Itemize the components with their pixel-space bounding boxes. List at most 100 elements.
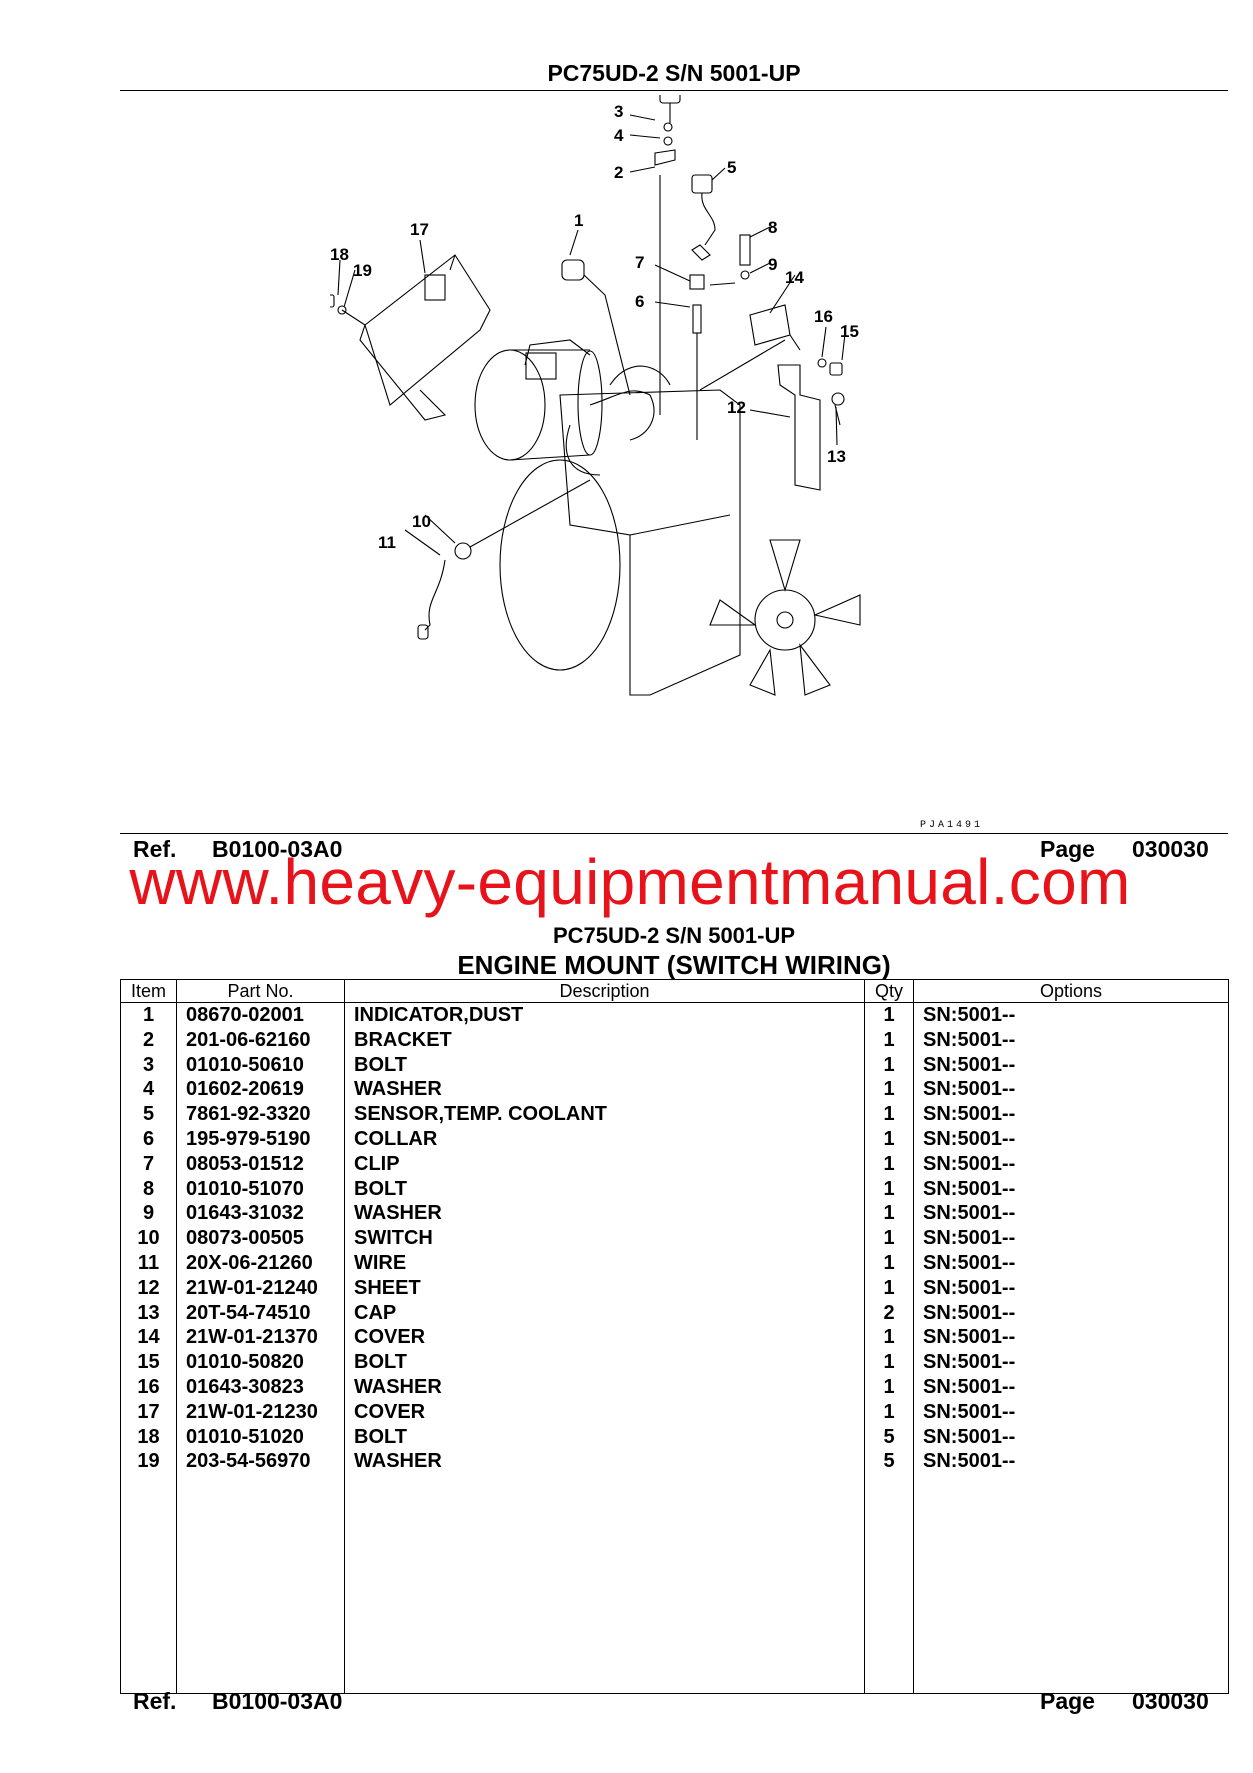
callout-14: 14 bbox=[785, 268, 804, 287]
col-header-part-no: Part No. bbox=[176, 979, 345, 1003]
empty-cell bbox=[864, 1474, 914, 1695]
description-cell: WIRE bbox=[344, 1250, 865, 1276]
description-cell: BOLT bbox=[344, 1052, 865, 1078]
description-cell: BRACKET bbox=[344, 1027, 865, 1053]
options-cell: SN:5001-- bbox=[913, 1201, 1229, 1227]
qty-cell: 1 bbox=[864, 1350, 914, 1375]
table-empty-space bbox=[120, 1474, 1229, 1695]
part-no-cell: 20T-54-74510 bbox=[176, 1300, 345, 1326]
qty-cell: 1 bbox=[864, 1027, 914, 1053]
empty-cell bbox=[913, 1474, 1229, 1695]
options-cell: SN:5001-- bbox=[913, 1002, 1229, 1028]
callout-2: 2 bbox=[614, 163, 623, 182]
empty-cell bbox=[344, 1474, 865, 1695]
item-cell: 17 bbox=[120, 1399, 177, 1425]
part-no-cell: 08670-02001 bbox=[176, 1002, 345, 1028]
options-cell: SN:5001-- bbox=[913, 1424, 1229, 1450]
options-cell: SN:5001-- bbox=[913, 1399, 1229, 1425]
description-cell: SENSOR,TEMP. COOLANT bbox=[344, 1102, 865, 1127]
callout-12: 12 bbox=[727, 398, 746, 417]
description-cell: BOLT bbox=[344, 1424, 865, 1450]
qty-cell: 1 bbox=[864, 1374, 914, 1400]
item-cell: 15 bbox=[120, 1350, 177, 1375]
section-title: ENGINE MOUNT (SWITCH WIRING) bbox=[457, 950, 891, 980]
part-no-cell: 195-979-5190 bbox=[176, 1126, 345, 1152]
figure-code: PJA1491 bbox=[920, 820, 984, 831]
options-cell: SN:5001-- bbox=[913, 1176, 1229, 1202]
page-label-bottom: Page bbox=[1040, 1688, 1095, 1714]
watermark-url: www.heavy-equipmentmanual.com bbox=[129, 846, 1131, 918]
description-cell: SWITCH bbox=[344, 1226, 865, 1251]
item-cell: 2 bbox=[120, 1027, 177, 1053]
options-cell: SN:5001-- bbox=[913, 1350, 1229, 1375]
callout-11: 11 bbox=[378, 533, 396, 552]
qty-cell: 1 bbox=[864, 1052, 914, 1078]
qty-cell: 1 bbox=[864, 1275, 914, 1301]
table-header-row: Item Part No. Description Qty Options bbox=[120, 979, 1229, 1003]
qty-cell: 1 bbox=[864, 1201, 914, 1227]
item-cell: 18 bbox=[120, 1424, 177, 1450]
qty-cell: 1 bbox=[864, 1250, 914, 1276]
qty-cell: 5 bbox=[864, 1449, 914, 1475]
part-no-cell: 201-06-62160 bbox=[176, 1027, 345, 1053]
page-number-bottom: 030030 bbox=[1132, 1688, 1209, 1714]
ref-label-bottom: Ref. bbox=[133, 1688, 177, 1714]
item-cell: 4 bbox=[120, 1077, 177, 1103]
part-no-cell: 01643-30823 bbox=[176, 1374, 345, 1400]
options-cell: SN:5001-- bbox=[913, 1151, 1229, 1177]
callout-19: 19 bbox=[353, 261, 372, 280]
item-cell: 9 bbox=[120, 1201, 177, 1227]
qty-cell: 2 bbox=[864, 1300, 914, 1326]
callout-5: 5 bbox=[727, 158, 736, 177]
part-no-cell: 01602-20619 bbox=[176, 1077, 345, 1103]
ref-code-top: B0100-03A0 bbox=[212, 836, 343, 862]
item-cell: 6 bbox=[120, 1126, 177, 1152]
callout-6: 6 bbox=[635, 292, 644, 311]
callout-17: 17 bbox=[410, 220, 429, 239]
part-no-cell: 01643-31032 bbox=[176, 1201, 345, 1227]
callout-1: 1 bbox=[574, 211, 583, 230]
options-cell: SN:5001-- bbox=[913, 1250, 1229, 1276]
qty-cell: 1 bbox=[864, 1077, 914, 1103]
options-cell: SN:5001-- bbox=[913, 1449, 1229, 1475]
part-no-cell: 01010-50610 bbox=[176, 1052, 345, 1078]
page-number-top: 030030 bbox=[1132, 836, 1209, 862]
callout-3: 3 bbox=[614, 102, 623, 121]
options-cell: SN:5001-- bbox=[913, 1226, 1229, 1251]
description-cell: WASHER bbox=[344, 1077, 865, 1103]
options-cell: SN:5001-- bbox=[913, 1102, 1229, 1127]
options-cell: SN:5001-- bbox=[913, 1300, 1229, 1326]
part-no-cell: 20X-06-21260 bbox=[176, 1250, 345, 1276]
ref-rule-top bbox=[120, 833, 1228, 834]
description-cell: SHEET bbox=[344, 1275, 865, 1301]
item-cell: 12 bbox=[120, 1275, 177, 1301]
qty-cell: 1 bbox=[864, 1325, 914, 1351]
col-header-qty: Qty bbox=[864, 979, 914, 1003]
description-cell: WASHER bbox=[344, 1201, 865, 1227]
options-cell: SN:5001-- bbox=[913, 1374, 1229, 1400]
callout-10: 10 bbox=[412, 512, 431, 531]
qty-cell: 1 bbox=[864, 1102, 914, 1127]
item-cell: 1 bbox=[120, 1002, 177, 1028]
options-cell: SN:5001-- bbox=[913, 1077, 1229, 1103]
description-cell: COLLAR bbox=[344, 1126, 865, 1152]
empty-cell bbox=[120, 1474, 177, 1695]
col-header-item: Item bbox=[120, 979, 177, 1003]
callout-8: 8 bbox=[768, 218, 777, 237]
col-header-description: Description bbox=[344, 979, 865, 1003]
item-cell: 10 bbox=[120, 1226, 177, 1251]
part-no-cell: 01010-51070 bbox=[176, 1176, 345, 1202]
description-cell: COVER bbox=[344, 1399, 865, 1425]
